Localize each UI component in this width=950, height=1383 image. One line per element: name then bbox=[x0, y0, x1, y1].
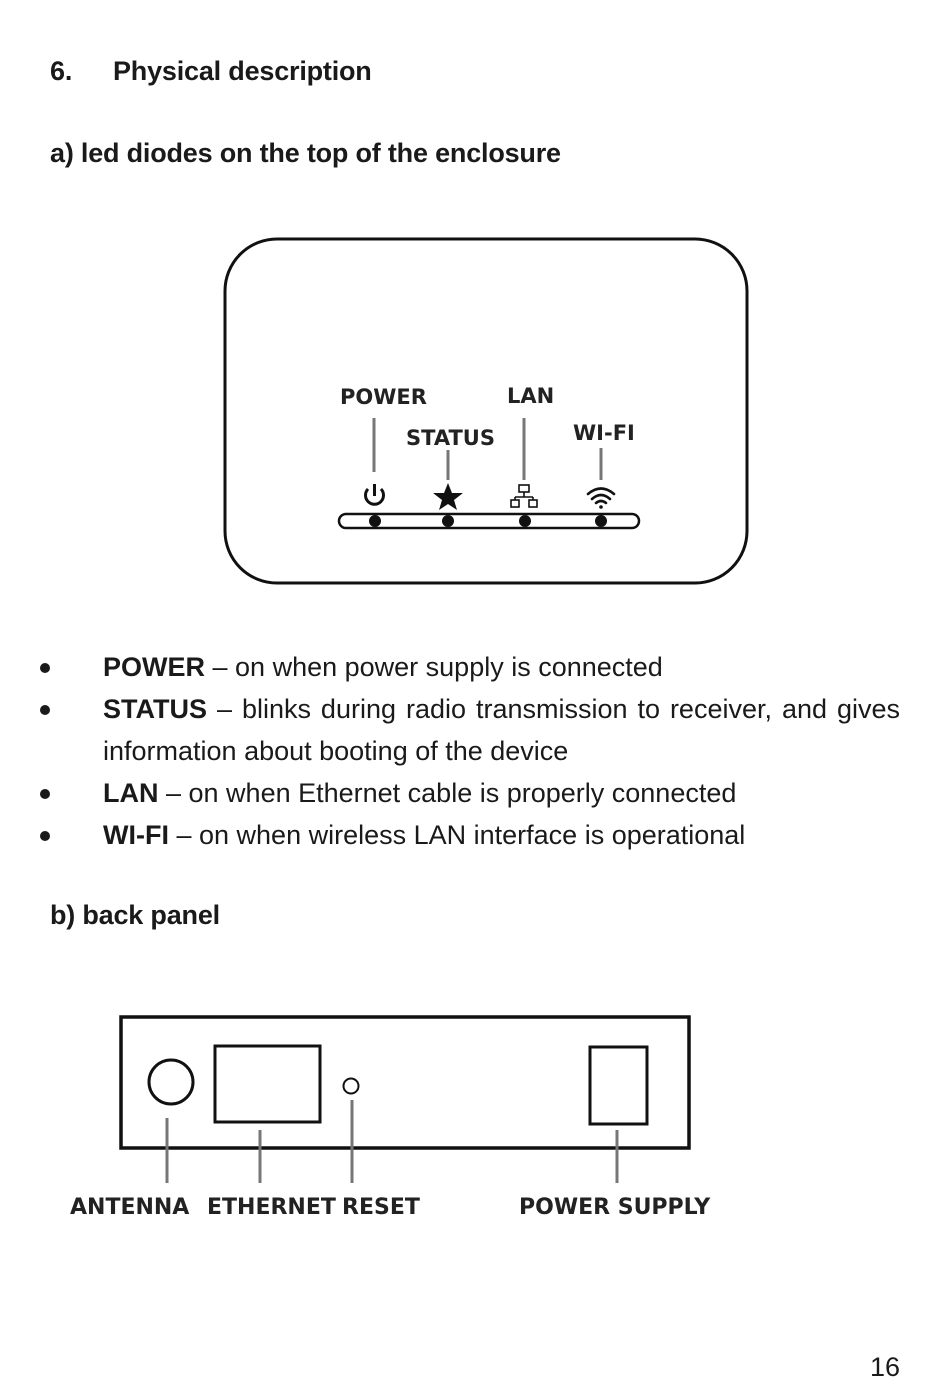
antenna-connector bbox=[147, 1058, 195, 1106]
bullet-term: WI-FI bbox=[103, 820, 169, 850]
label-ethernet: ETHERNET bbox=[207, 1195, 336, 1220]
bullet-text: – on when Ethernet cable is properly con… bbox=[158, 778, 737, 808]
bullet-text: – on when wireless LAN interface is oper… bbox=[168, 820, 746, 850]
ethernet-port bbox=[213, 1044, 322, 1124]
power-supply-socket bbox=[588, 1045, 649, 1126]
label-lan: LAN bbox=[507, 384, 554, 408]
bullet-text: – blinks during radio transmission to re… bbox=[103, 694, 900, 766]
list-item: WI-FI – on when wireless LAN interface i… bbox=[38, 814, 900, 856]
power-icon bbox=[364, 484, 385, 506]
section-title: Physical description bbox=[113, 56, 372, 86]
page-number: 16 bbox=[869, 1352, 900, 1382]
wifi-icon bbox=[586, 487, 616, 509]
bullet-text: – on when power supply is connected bbox=[205, 652, 663, 682]
led-description-list: POWER – on when power supply is connecte… bbox=[38, 646, 900, 856]
list-item: STATUS – blinks during radio transmissio… bbox=[38, 688, 900, 772]
list-item: LAN – on when Ethernet cable is properly… bbox=[38, 772, 900, 814]
label-power-supply: POWER SUPPLY bbox=[519, 1195, 711, 1220]
section-number: 6. bbox=[50, 56, 73, 86]
led-status bbox=[442, 515, 454, 527]
bullet-dot bbox=[40, 831, 50, 841]
bullet-dot bbox=[40, 663, 50, 673]
bullet-dot bbox=[40, 705, 50, 715]
label-power: POWER bbox=[340, 385, 427, 409]
star-icon bbox=[433, 483, 463, 510]
bullet-term: LAN bbox=[103, 778, 159, 808]
led-strip bbox=[337, 512, 641, 530]
back-panel-outline bbox=[119, 1015, 691, 1150]
bullet-term: POWER bbox=[103, 652, 206, 682]
subsection-a-title: a) led diodes on the top of the enclosur… bbox=[50, 138, 561, 168]
led-wifi bbox=[595, 515, 607, 527]
reset-button bbox=[342, 1077, 360, 1095]
label-status: STATUS bbox=[406, 426, 495, 450]
bullet-term: STATUS bbox=[103, 694, 207, 724]
label-wifi: WI-FI bbox=[573, 421, 635, 445]
label-reset: RESET bbox=[342, 1195, 420, 1220]
led-power bbox=[369, 515, 381, 527]
label-antenna: ANTENNA bbox=[70, 1195, 189, 1220]
top-enclosure-diagram: POWER STATUS LAN WI-FI bbox=[223, 237, 749, 585]
subsection-b-title: b) back panel bbox=[50, 900, 220, 930]
list-item: POWER – on when power supply is connecte… bbox=[38, 646, 900, 688]
back-panel-diagram: ANTENNA ETHERNET RESET POWER SUPPLY bbox=[70, 1015, 711, 1220]
led-lan bbox=[519, 515, 531, 527]
bullet-dot bbox=[40, 789, 50, 799]
network-icon bbox=[510, 484, 538, 508]
enclosure-outline bbox=[223, 237, 749, 585]
